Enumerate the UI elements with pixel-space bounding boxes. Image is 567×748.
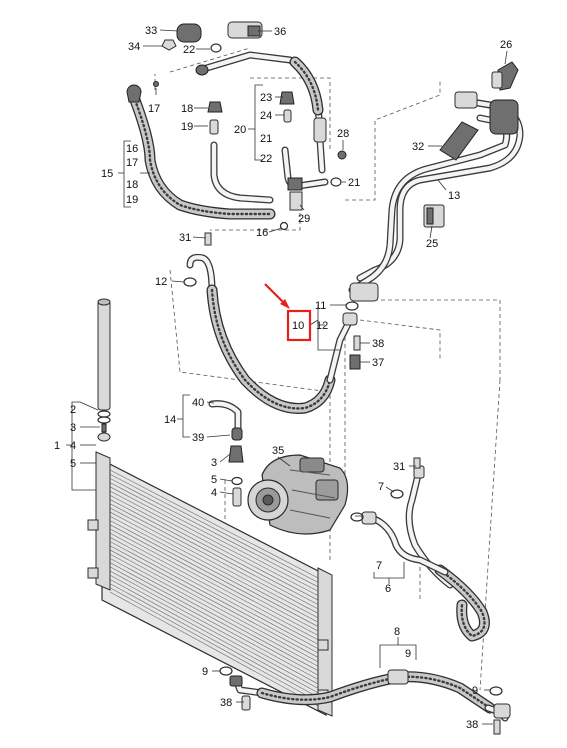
callout-40: 40 [192, 397, 204, 409]
callout-19-top: 19 [181, 121, 193, 133]
callout-36: 36 [274, 26, 286, 38]
part-25-block [423, 204, 445, 228]
liquid-line-6 [350, 457, 490, 642]
callout-10: 10 [292, 320, 304, 332]
callout-39: 39 [192, 432, 204, 444]
callout-22-top: 22 [183, 44, 195, 56]
callout-22-mid: 22 [260, 153, 272, 165]
receiver-drier [97, 298, 111, 442]
callout-12-right: 12 [316, 320, 328, 332]
pipe-13-assembly [348, 91, 524, 302]
callout-4-mid: 4 [211, 487, 217, 499]
callout-38-bottom-left: 38 [220, 697, 232, 709]
callout-28: 28 [337, 128, 349, 140]
pressure-switch-parts [208, 400, 244, 507]
callout-labels: 33 34 36 22 26 17 18 19 23 24 20 21 22 2… [54, 25, 512, 731]
condenser [87, 451, 333, 717]
callout-8: 8 [394, 626, 400, 638]
callout-11: 11 [315, 300, 326, 312]
callout-18-left: 18 [126, 179, 138, 191]
small-valve-parts [204, 91, 347, 246]
compressor [247, 454, 349, 535]
callout-7-lower: 7 [376, 560, 382, 572]
callout-16-left: 16 [126, 143, 138, 155]
callout-6: 6 [385, 583, 391, 595]
callout-17-left: 17 [126, 157, 138, 169]
callout-26: 26 [500, 39, 512, 51]
suction-hose-10 [183, 253, 361, 414]
callout-34: 34 [128, 41, 140, 53]
callout-9-right: 9 [472, 685, 478, 697]
callout-19-left: 19 [126, 194, 138, 206]
condenser-fins [109, 469, 319, 707]
callout-4-left: 4 [70, 440, 76, 452]
callout-38-bottom-right: 38 [466, 719, 478, 731]
callout-17: 17 [148, 103, 160, 115]
callout-33: 33 [145, 25, 157, 37]
part-32-pad [439, 121, 479, 161]
top-connectors [153, 21, 263, 87]
callout-12-left: 12 [155, 276, 167, 288]
callout-13: 13 [448, 190, 460, 202]
callout-23: 23 [260, 92, 272, 104]
callout-15: 15 [101, 168, 113, 180]
part-26-bracket [491, 61, 519, 91]
callout-9-left: 9 [202, 666, 208, 678]
callout-3-mid: 3 [211, 457, 217, 469]
callout-37: 37 [372, 357, 384, 369]
assembly-dashed-lines [154, 47, 501, 691]
callout-2: 2 [70, 404, 76, 416]
callout-24: 24 [260, 110, 272, 122]
callout-21-mid: 21 [260, 133, 272, 145]
callout-29: 29 [298, 213, 310, 225]
callout-21-right: 21 [348, 177, 360, 189]
callout-5-left: 5 [70, 458, 76, 470]
bottom-hose-8 [219, 666, 511, 735]
callout-7-upper: 7 [378, 481, 384, 493]
callout-38-mid: 38 [372, 338, 384, 350]
callout-14: 14 [164, 414, 176, 426]
callout-5-mid: 5 [211, 474, 217, 486]
callout-35: 35 [272, 445, 284, 457]
callout-31-top: 31 [179, 232, 191, 244]
callout-31-right: 31 [393, 461, 405, 473]
callout-25: 25 [426, 238, 438, 250]
leader-lines [66, 29, 508, 725]
callout-9-bracket: 9 [405, 648, 411, 660]
callout-3-left: 3 [70, 422, 76, 434]
callout-16-right: 16 [256, 227, 268, 239]
callout-32: 32 [412, 141, 424, 153]
upper-left-pipe-assembly [126, 84, 276, 220]
highlight-part-10 [264, 283, 312, 342]
callout-20: 20 [234, 124, 246, 136]
callout-1: 1 [54, 440, 60, 452]
callout-18-top: 18 [181, 103, 193, 115]
